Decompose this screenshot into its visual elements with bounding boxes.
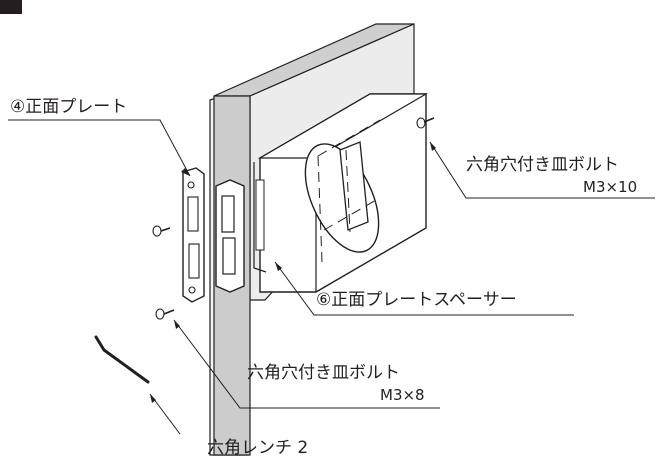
lock-body — [253, 93, 429, 293]
label-front-plate: ④正面プレート — [10, 97, 128, 117]
hex-wrench — [94, 335, 150, 384]
label-hex-wrench: 六角レンチ 2 — [207, 438, 309, 458]
label-bolt-top-spec: M3×10 — [583, 178, 638, 196]
front-plate-spacer — [215, 179, 245, 293]
screw-right — [416, 117, 435, 129]
label-bolt-bottom-spec: M3×8 — [380, 386, 425, 404]
screw-upper-left — [152, 225, 171, 237]
label-front-plate-spacer: ⑥正面プレートスペーサー — [316, 290, 517, 310]
front-plate — [182, 167, 205, 303]
leader-arrowheads — [150, 142, 436, 403]
label-bolt-bottom: 六角穴付き皿ボルト — [247, 363, 400, 383]
label-bolt-top: 六角穴付き皿ボルト — [466, 155, 619, 175]
screw-lower-left — [155, 308, 175, 320]
leader-lines — [8, 119, 655, 435]
step-marker — [0, 0, 22, 14]
